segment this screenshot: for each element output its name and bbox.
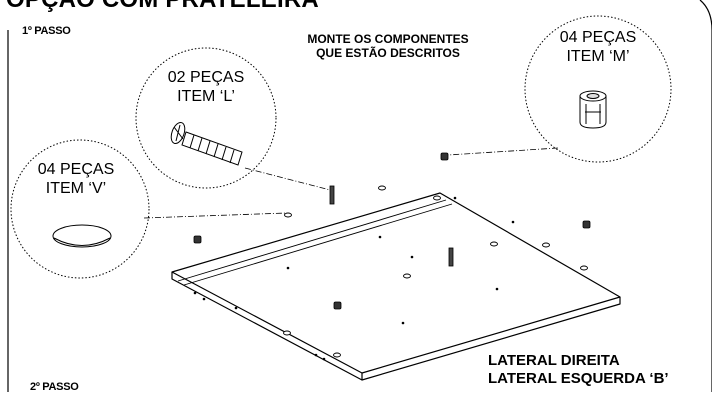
callout-l-qty: 02 PEÇAS: [167, 69, 245, 86]
label-left-side: LATERAL ESQUERDA ‘B’: [488, 370, 669, 387]
leader-lines: [143, 147, 559, 219]
callout-circle-l: [135, 47, 277, 189]
callout-item-v: 04 PEÇAS ITEM ‘V’: [16, 160, 136, 198]
step-2-label: 2º PASSO: [30, 381, 79, 393]
cam-lock-icon: [579, 90, 607, 129]
instruction-text: MONTE OS COMPONENTES QUE ESTÃO DESCRITOS: [282, 32, 494, 60]
step-1-label: 1º PASSO: [22, 25, 71, 37]
callout-v-item: ITEM ‘V’: [45, 180, 107, 197]
callout-circle-v: [10, 139, 150, 279]
callout-circle-m: [524, 15, 672, 163]
screw-icon: [170, 121, 243, 166]
label-right-side: LATERAL DIREITA: [488, 352, 620, 369]
callout-item-m: 04 PEÇAS ITEM ‘M’: [538, 28, 658, 66]
panel-groove: [177, 199, 453, 286]
callout-l-item: ITEM ‘L’: [177, 88, 235, 105]
panel-top-face: [171, 192, 621, 374]
lateral-panel: [171, 192, 621, 381]
panel-pilot-dots: [193, 196, 515, 361]
panel-holes: [283, 185, 588, 358]
panel-left-edge: [171, 272, 363, 381]
instruction-line-2: QUE ESTÃO DESCRITOS: [316, 46, 460, 60]
callout-m-item: ITEM ‘M’: [566, 48, 630, 65]
callout-item-l: 02 PEÇAS ITEM ‘L’: [146, 68, 266, 106]
page-title: OPÇÃO COM PRATELEIRA: [6, 0, 319, 14]
callout-m-qty: 04 PEÇAS: [559, 29, 637, 46]
cam-lock-fittings: [193, 152, 591, 310]
callout-v-qty: 04 PEÇAS: [37, 161, 115, 178]
instruction-line-1: MONTE OS COMPONENTES: [307, 32, 469, 46]
cover-cap-icon: [52, 224, 112, 248]
screw-fittings: [329, 185, 454, 267]
panel-front-edge: [361, 297, 621, 381]
callout-circles: [10, 15, 672, 279]
